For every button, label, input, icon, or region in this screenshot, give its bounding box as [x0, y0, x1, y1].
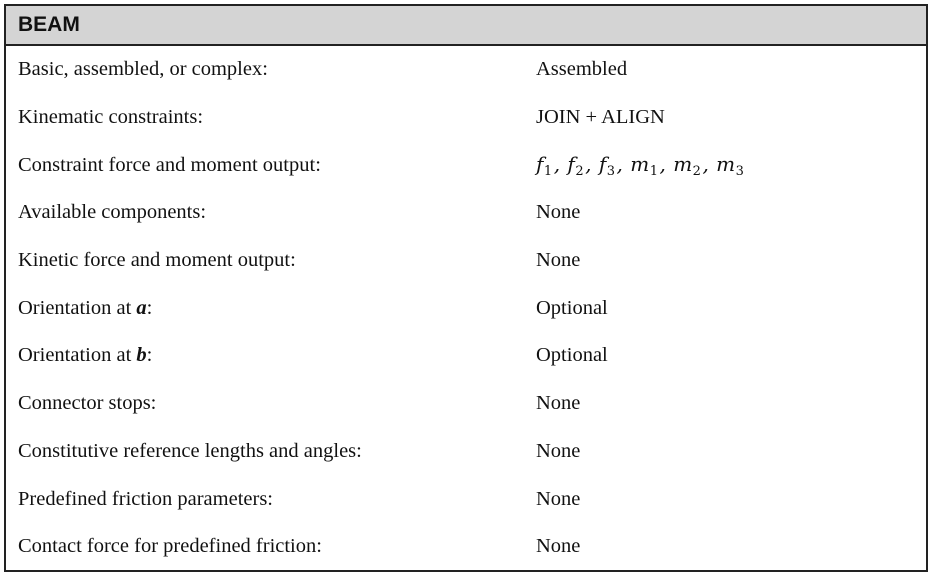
math-term: m2 — [673, 151, 702, 179]
row-value: None — [536, 201, 581, 224]
row-label: Contact force for predefined friction: — [18, 535, 322, 558]
table-row: Kinematic constraints: JOIN + ALIGN — [6, 94, 926, 142]
orientation-var-a: a — [136, 296, 147, 319]
row-label: Predefined friction parameters: — [18, 487, 273, 510]
table-row: Orientation at a: Optional — [6, 284, 926, 332]
row-label: Orientation at a: — [18, 296, 153, 319]
math-term: m1 — [630, 151, 659, 179]
table-row: Constraint force and moment output: f1, … — [6, 141, 926, 189]
orientation-var-b: b — [136, 344, 147, 367]
table-row: Basic, assembled, or complex: Assembled — [6, 46, 926, 94]
row-value-math: f1, f2, f3, m1, m2, m3 — [536, 151, 745, 179]
row-label: Constraint force and moment output: — [18, 153, 321, 176]
table-row: Kinetic force and moment output: None — [6, 237, 926, 285]
row-label: Constitutive reference lengths and angle… — [18, 439, 362, 462]
row-label: Available components: — [18, 201, 207, 224]
table-body: Basic, assembled, or complex: Assembled … — [6, 46, 926, 571]
row-value: None — [536, 249, 581, 272]
row-value: Optional — [536, 296, 608, 319]
math-term: f1 — [536, 151, 553, 179]
table-row: Orientation at b: Optional — [6, 332, 926, 380]
math-term: f2 — [567, 151, 585, 179]
row-value: JOIN + ALIGN — [536, 106, 665, 129]
beam-properties-table: BEAM Basic, assembled, or complex: Assem… — [4, 4, 928, 572]
row-label: Connector stops: — [18, 392, 157, 415]
row-label: Kinetic force and moment output: — [18, 249, 296, 272]
math-term: f3 — [598, 151, 616, 179]
table-row: Connector stops: None — [6, 380, 926, 428]
math-term: m3 — [716, 151, 745, 179]
row-value: None — [536, 392, 581, 415]
row-value: Assembled — [536, 58, 628, 81]
row-value: None — [536, 535, 581, 558]
row-label: Orientation at b: — [18, 344, 153, 367]
row-value: None — [536, 439, 581, 462]
row-value: None — [536, 487, 581, 510]
row-value: Optional — [536, 344, 608, 367]
table-row: Constitutive reference lengths and angle… — [6, 428, 926, 476]
row-label: Kinematic constraints: — [18, 106, 204, 129]
table-row: Available components: None — [6, 189, 926, 237]
table-row: Contact force for predefined friction: N… — [6, 523, 926, 571]
row-label: Basic, assembled, or complex: — [18, 58, 268, 81]
table-title: BEAM — [6, 6, 926, 46]
table-row: Predefined friction parameters: None — [6, 475, 926, 523]
